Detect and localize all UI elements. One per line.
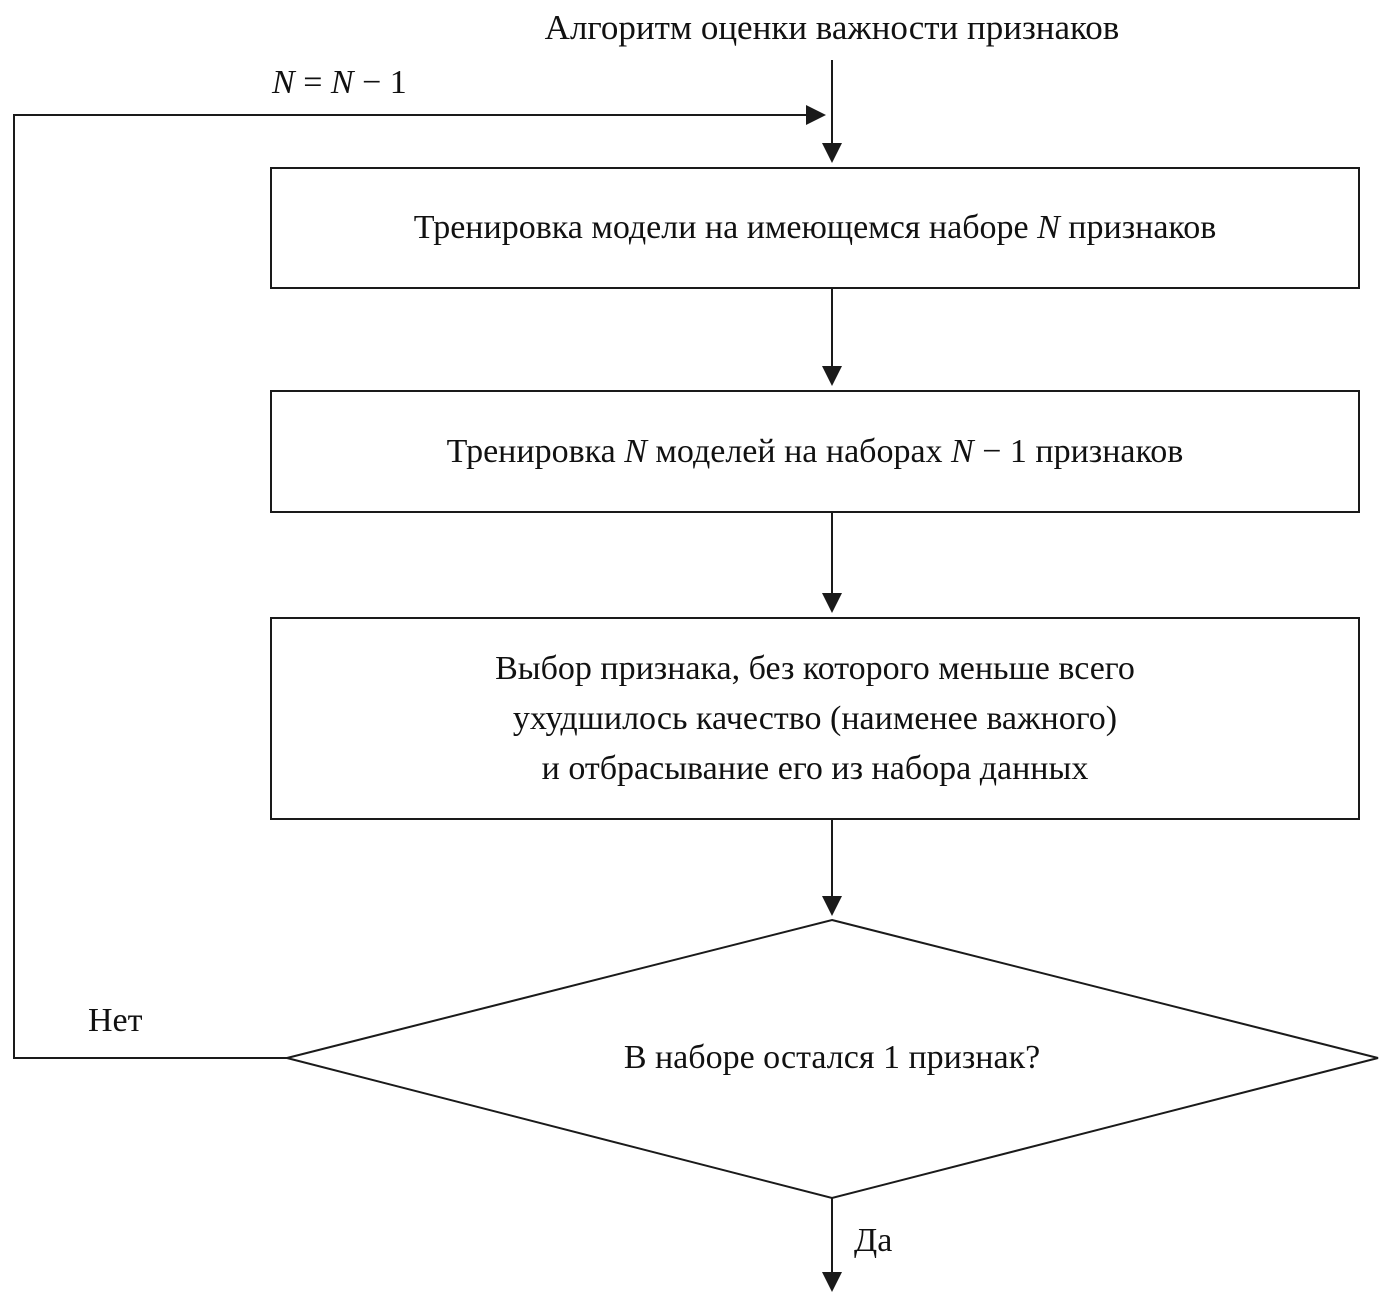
box2-text-post: − 1 признаков bbox=[973, 432, 1184, 470]
process-box-select-feature: Выбор признака, без которого меньше всег… bbox=[270, 617, 1360, 820]
box1-text-post: признаков bbox=[1059, 209, 1217, 246]
loop-decrement-label: N = N − 1 bbox=[272, 64, 407, 102]
process-box-train-model-text: Тренировка модели на имеющемся наборе N … bbox=[414, 203, 1217, 253]
process-box-train-n-models: Тренировка N моделей на наборах N − 1 пр… bbox=[270, 390, 1360, 513]
branch-label-yes: Да bbox=[854, 1222, 893, 1259]
box3-line3: и отбрасывание его из набора данных bbox=[541, 749, 1089, 787]
box2-text-pre: Тренировка bbox=[446, 432, 625, 470]
loop-label-eq: = bbox=[294, 64, 331, 101]
loop-label-n2: N bbox=[330, 64, 354, 101]
arrow-feedback-loop bbox=[13, 105, 826, 1059]
box3-line2: ухудшилось качество (наименее важного) bbox=[512, 699, 1118, 737]
box3-line1: Выбор признака, без которого меньше всег… bbox=[495, 649, 1135, 687]
process-box-select-feature-text: Выбор признака, без которого меньше всег… bbox=[495, 644, 1135, 794]
box1-text-pre: Тренировка модели на имеющемся наборе bbox=[413, 209, 1038, 246]
box2-text-n2: N bbox=[951, 432, 974, 470]
decision-question: В наборе остался 1 признак? bbox=[623, 1039, 1041, 1076]
box2-text-mid: моделей на наборах bbox=[646, 432, 952, 470]
box1-text-n: N bbox=[1037, 209, 1060, 246]
box2-text-n1: N bbox=[624, 432, 647, 470]
process-box-train-n-models-text: Тренировка N моделей на наборах N − 1 пр… bbox=[447, 427, 1184, 477]
loop-label-post: − 1 bbox=[353, 64, 407, 101]
process-box-train-model: Тренировка модели на имеющемся наборе N … bbox=[270, 167, 1360, 289]
branch-label-no: Нет bbox=[88, 1002, 143, 1039]
loop-label-n1: N bbox=[272, 64, 295, 101]
diagram-title: Алгоритм оценки важности признаков bbox=[544, 8, 1120, 47]
